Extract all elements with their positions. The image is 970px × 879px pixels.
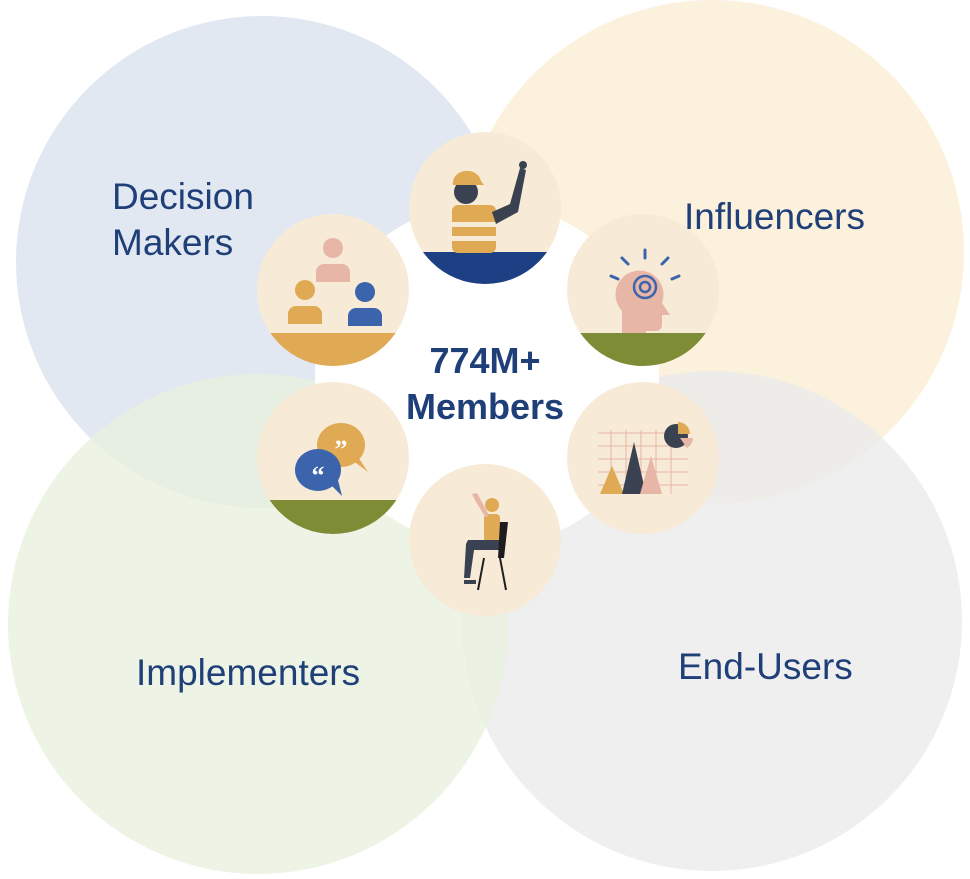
team-hierarchy-icon (257, 214, 409, 366)
head-target-icon (567, 214, 719, 366)
member-count-caption: Members (405, 386, 565, 427)
end-users-label-text: End-Users (678, 646, 853, 687)
influencers-label-text: Influencers (684, 196, 865, 237)
analytics-chart-icon (567, 382, 719, 534)
member-count-label: 774M+ Members (380, 338, 590, 430)
implementers-label-text: Implementers (136, 652, 361, 693)
svg-text:”: ” (335, 435, 348, 464)
influencers-label: Influencers (684, 194, 865, 240)
decision-makers-label: Decision Makers (112, 174, 254, 266)
member-count-value: 774M+ (429, 340, 541, 381)
svg-text:“: “ (312, 461, 325, 490)
decision-makers-label-line-1: Decision (112, 176, 254, 217)
end-users-label: End-Users (678, 644, 853, 690)
implementers-label: Implementers (136, 650, 360, 696)
decision-makers-label-line-2: Makers (112, 222, 234, 263)
seated-person-icon (409, 464, 561, 616)
